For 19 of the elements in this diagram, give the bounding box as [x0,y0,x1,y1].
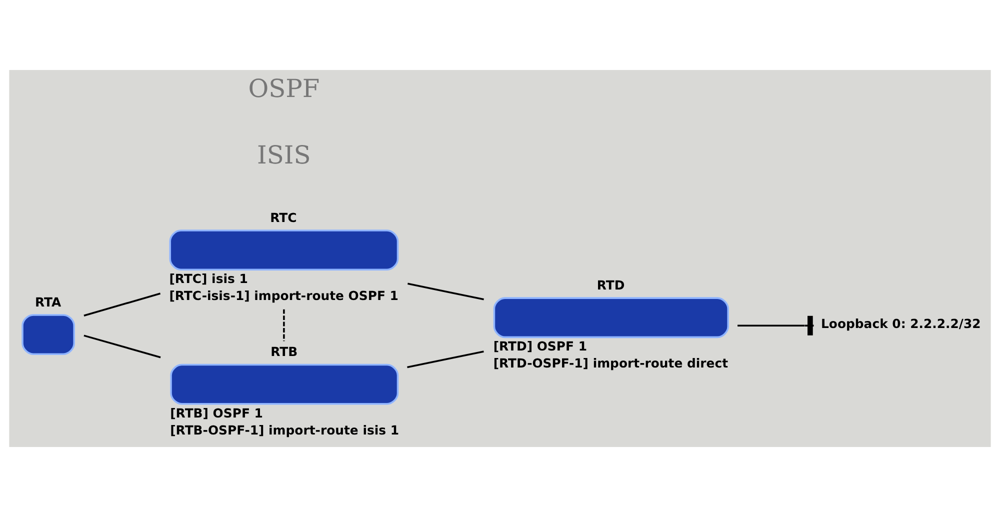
node-text: Loopback 0: 2.2.2.2/32 [820,316,981,332]
label: ISIS [257,140,311,170]
node-label: [RTB-OSPF-1] import-route isis 1 [170,422,400,438]
node-label: [RTC-isis-1] import-route OSPF 1 [169,288,398,304]
node-label: RTC [270,210,297,225]
node-label: RTB [270,344,298,360]
node-label: RTD [596,277,625,292]
label: OSPF [248,74,320,104]
connector [84,292,161,316]
node-label: [RTD] OSPF 1 [493,338,587,354]
node-label: RTA [34,294,62,310]
connector [738,316,814,336]
node-label: [RTD-OSPF-1] import-route direct [493,356,728,371]
connector [84,334,161,358]
node-label: [RTC] isis 1 [169,271,248,286]
connector [407,350,484,368]
connector [408,282,484,300]
connector [283,309,285,342]
node-label: [RTB] OSPF 1 [170,405,263,420]
